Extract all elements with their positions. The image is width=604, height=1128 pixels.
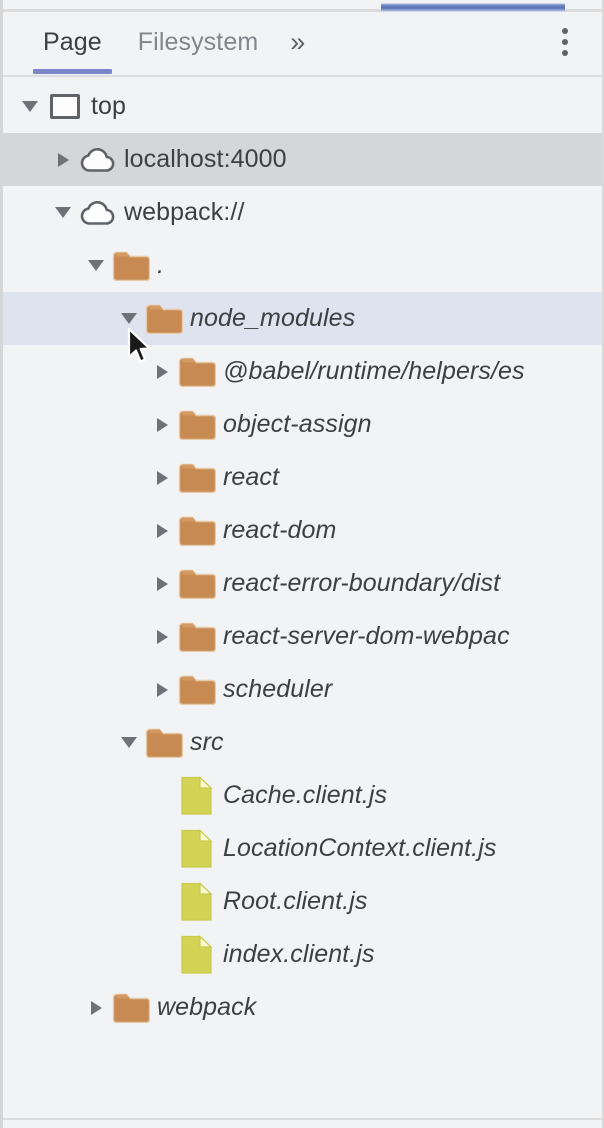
top-divider-line: [3, 9, 602, 12]
tree-row-label: index.client.js: [223, 940, 375, 968]
tab-page-label: Page: [43, 27, 102, 56]
tree-row[interactable]: react-error-boundary/dist: [3, 557, 602, 610]
tree-row-label: react: [223, 463, 280, 491]
tab-page[interactable]: Page: [25, 13, 120, 74]
tree-row[interactable]: index.client.js: [3, 928, 602, 981]
tree-row-label: webpack: [157, 993, 257, 1021]
folder-icon: [109, 239, 153, 292]
expand-triangle-down-icon[interactable]: [116, 292, 142, 345]
tree-row-label: react-server-dom-webpac: [223, 622, 510, 650]
kebab-dot-2: [562, 39, 568, 45]
tree-row[interactable]: localhost:4000: [3, 133, 602, 186]
tree-row-label: webpack://: [124, 198, 245, 226]
frame-icon: [43, 80, 87, 133]
expand-triangle-right-icon[interactable]: [149, 504, 175, 557]
kebab-menu-icon[interactable]: [538, 13, 592, 71]
file-icon: [175, 822, 219, 875]
expand-triangle-right-icon[interactable]: [50, 133, 76, 186]
tree-row[interactable]: Cache.client.js: [3, 769, 602, 822]
folder-icon: [175, 398, 219, 451]
expand-triangle-down-icon[interactable]: [50, 186, 76, 239]
expand-triangle-right-icon[interactable]: [149, 398, 175, 451]
expand-triangle-right-icon[interactable]: [149, 557, 175, 610]
expand-triangle-right-icon[interactable]: [149, 663, 175, 716]
tree-row[interactable]: node_modules: [3, 292, 602, 345]
folder-icon: [175, 610, 219, 663]
top-accent-strip: [3, 0, 602, 13]
tree-row-label: localhost:4000: [124, 145, 287, 173]
file-icon: [175, 769, 219, 822]
tree-row[interactable]: react-server-dom-webpac: [3, 610, 602, 663]
folder-icon: [175, 451, 219, 504]
tree-row-label: react-dom: [223, 516, 337, 544]
folder-icon: [175, 557, 219, 610]
kebab-dot-1: [562, 28, 568, 34]
folder-icon: [175, 663, 219, 716]
tab-filesystem-label: Filesystem: [137, 27, 259, 56]
tree-row-label: .: [157, 251, 165, 279]
tree-row[interactable]: scheduler: [3, 663, 602, 716]
tree-row[interactable]: object-assign: [3, 398, 602, 451]
expand-triangle-right-icon[interactable]: [83, 981, 109, 1034]
tree-row-label: object-assign: [223, 410, 372, 438]
tree-row-label: LocationContext.client.js: [223, 834, 497, 862]
folder-icon: [142, 716, 186, 769]
tab-filesystem[interactable]: Filesystem: [120, 13, 276, 71]
tree-row-label: node_modules: [190, 304, 356, 332]
file-icon: [175, 875, 219, 928]
folder-icon: [175, 345, 219, 398]
tree-row-label: scheduler: [223, 675, 333, 703]
expand-triangle-right-icon[interactable]: [149, 345, 175, 398]
cloud-icon: [76, 186, 120, 239]
folder-icon: [175, 504, 219, 557]
tree-row[interactable]: src: [3, 716, 602, 769]
file-icon: [175, 928, 219, 981]
tree-row[interactable]: LocationContext.client.js: [3, 822, 602, 875]
tree-row-label: @babel/runtime/helpers/es: [223, 357, 525, 385]
cloud-icon: [76, 133, 120, 186]
tree-row[interactable]: react: [3, 451, 602, 504]
tab-bar-underline: [3, 75, 602, 77]
tree-row-label: react-error-boundary/dist: [223, 569, 501, 597]
horizontal-scrollbar-thumb[interactable]: [381, 3, 565, 12]
tree-row[interactable]: @babel/runtime/helpers/es: [3, 345, 602, 398]
expand-triangle-right-icon[interactable]: [149, 610, 175, 663]
tree-row-label: Cache.client.js: [223, 781, 388, 809]
expand-triangle-right-icon[interactable]: [149, 451, 175, 504]
tree-row-label: Root.client.js: [223, 887, 368, 915]
expand-triangle-down-icon[interactable]: [116, 716, 142, 769]
tree-row[interactable]: Root.client.js: [3, 875, 602, 928]
kebab-dot-3: [562, 50, 568, 56]
tree-row[interactable]: top: [3, 80, 602, 133]
more-tabs-chevron-icon[interactable]: »: [290, 26, 306, 57]
panel-bottom-edge: [3, 1118, 602, 1128]
tab-bar: Page Filesystem »: [3, 13, 602, 78]
expand-triangle-down-icon[interactable]: [83, 239, 109, 292]
tree-row-label: top: [91, 92, 127, 120]
tree-row[interactable]: webpack://: [3, 186, 602, 239]
tree-row[interactable]: .: [3, 239, 602, 292]
expand-triangle-down-icon[interactable]: [17, 80, 43, 133]
file-tree[interactable]: top localhost:4000 webpack://. node_modules…: [3, 80, 602, 1120]
tree-row[interactable]: react-dom: [3, 504, 602, 557]
tree-row[interactable]: webpack: [3, 981, 602, 1034]
folder-icon: [142, 292, 186, 345]
tab-list: Page Filesystem »: [3, 13, 319, 74]
tree-row-label: src: [190, 728, 224, 756]
folder-icon: [109, 981, 153, 1034]
